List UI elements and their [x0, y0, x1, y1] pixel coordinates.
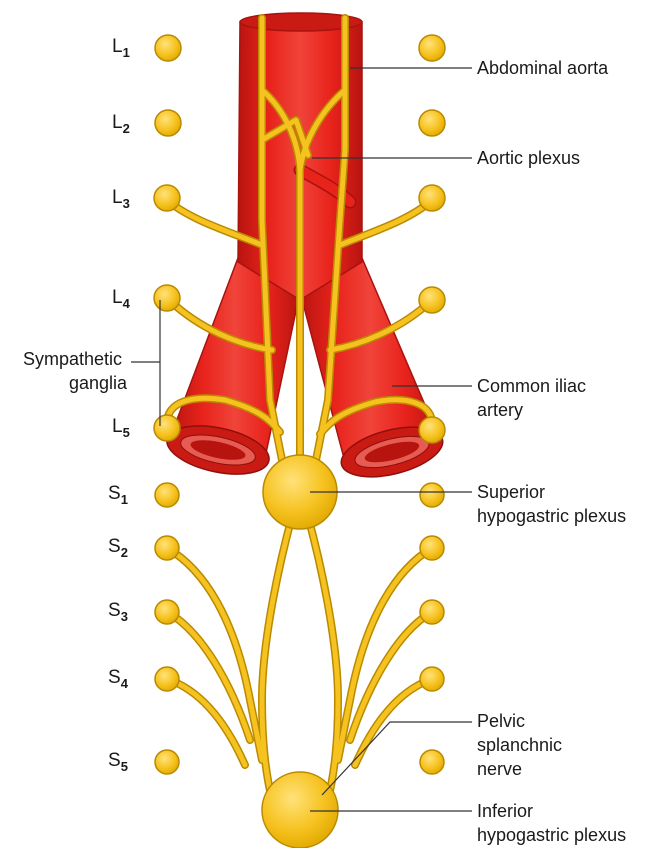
ganglion-right-l3 [419, 185, 445, 211]
ganglion-right-s3 [420, 600, 444, 624]
ganglion-right-s4 [420, 667, 444, 691]
label-aortic-plexus: Aortic plexus [477, 148, 580, 168]
segment-label-s1: S1 [108, 483, 128, 507]
ganglion-left-s2 [155, 536, 179, 560]
segment-labels: L1 L2 L3 L4 L5 S1 S2 S3 S4 S5 [108, 36, 131, 774]
segment-label-l4: L4 [112, 287, 131, 311]
ganglion-left-l4 [154, 285, 180, 311]
ganglion-right-l1 [419, 35, 445, 61]
segment-label-l1: L1 [112, 36, 130, 60]
ganglion-right-l5 [419, 417, 445, 443]
ganglion-left-s1 [155, 483, 179, 507]
ganglion-left-s4 [155, 667, 179, 691]
vessels [163, 13, 448, 486]
label-inferior-hypogastric-plexus: Inferior hypogastric plexus [477, 801, 626, 845]
ganglion-right-s5 [420, 750, 444, 774]
label-superior-hypogastric-plexus: Superior hypogastric plexus [477, 482, 626, 526]
ganglion-left-s3 [155, 600, 179, 624]
segment-label-s5: S5 [108, 750, 128, 774]
segment-label-s3: S3 [108, 600, 128, 624]
segment-label-s4: S4 [108, 667, 129, 691]
ganglion-right-l2 [419, 110, 445, 136]
segment-label-s2: S2 [108, 536, 128, 560]
ganglion-left-s5 [155, 750, 179, 774]
inferior-hypogastric-plexus-node [262, 772, 338, 848]
ganglion-right-s2 [420, 536, 444, 560]
label-pelvic-splanchnic-nerve: Pelvic splanchnic nerve [477, 711, 567, 779]
label-abdominal-aorta: Abdominal aorta [477, 58, 609, 78]
segment-label-l3: L3 [112, 187, 130, 211]
ganglion-right-l4 [419, 287, 445, 313]
ganglion-left-l2 [155, 110, 181, 136]
segment-label-l2: L2 [112, 112, 130, 136]
label-common-iliac-artery: Common iliac artery [477, 376, 591, 420]
ganglion-left-l1 [155, 35, 181, 61]
segment-label-l5: L5 [112, 416, 130, 440]
label-sympathetic-ganglia: Sympathetic ganglia [23, 349, 128, 393]
ganglion-left-l5 [154, 415, 180, 441]
ganglion-left-l3 [154, 185, 180, 211]
ganglion-right-s1 [420, 483, 444, 507]
